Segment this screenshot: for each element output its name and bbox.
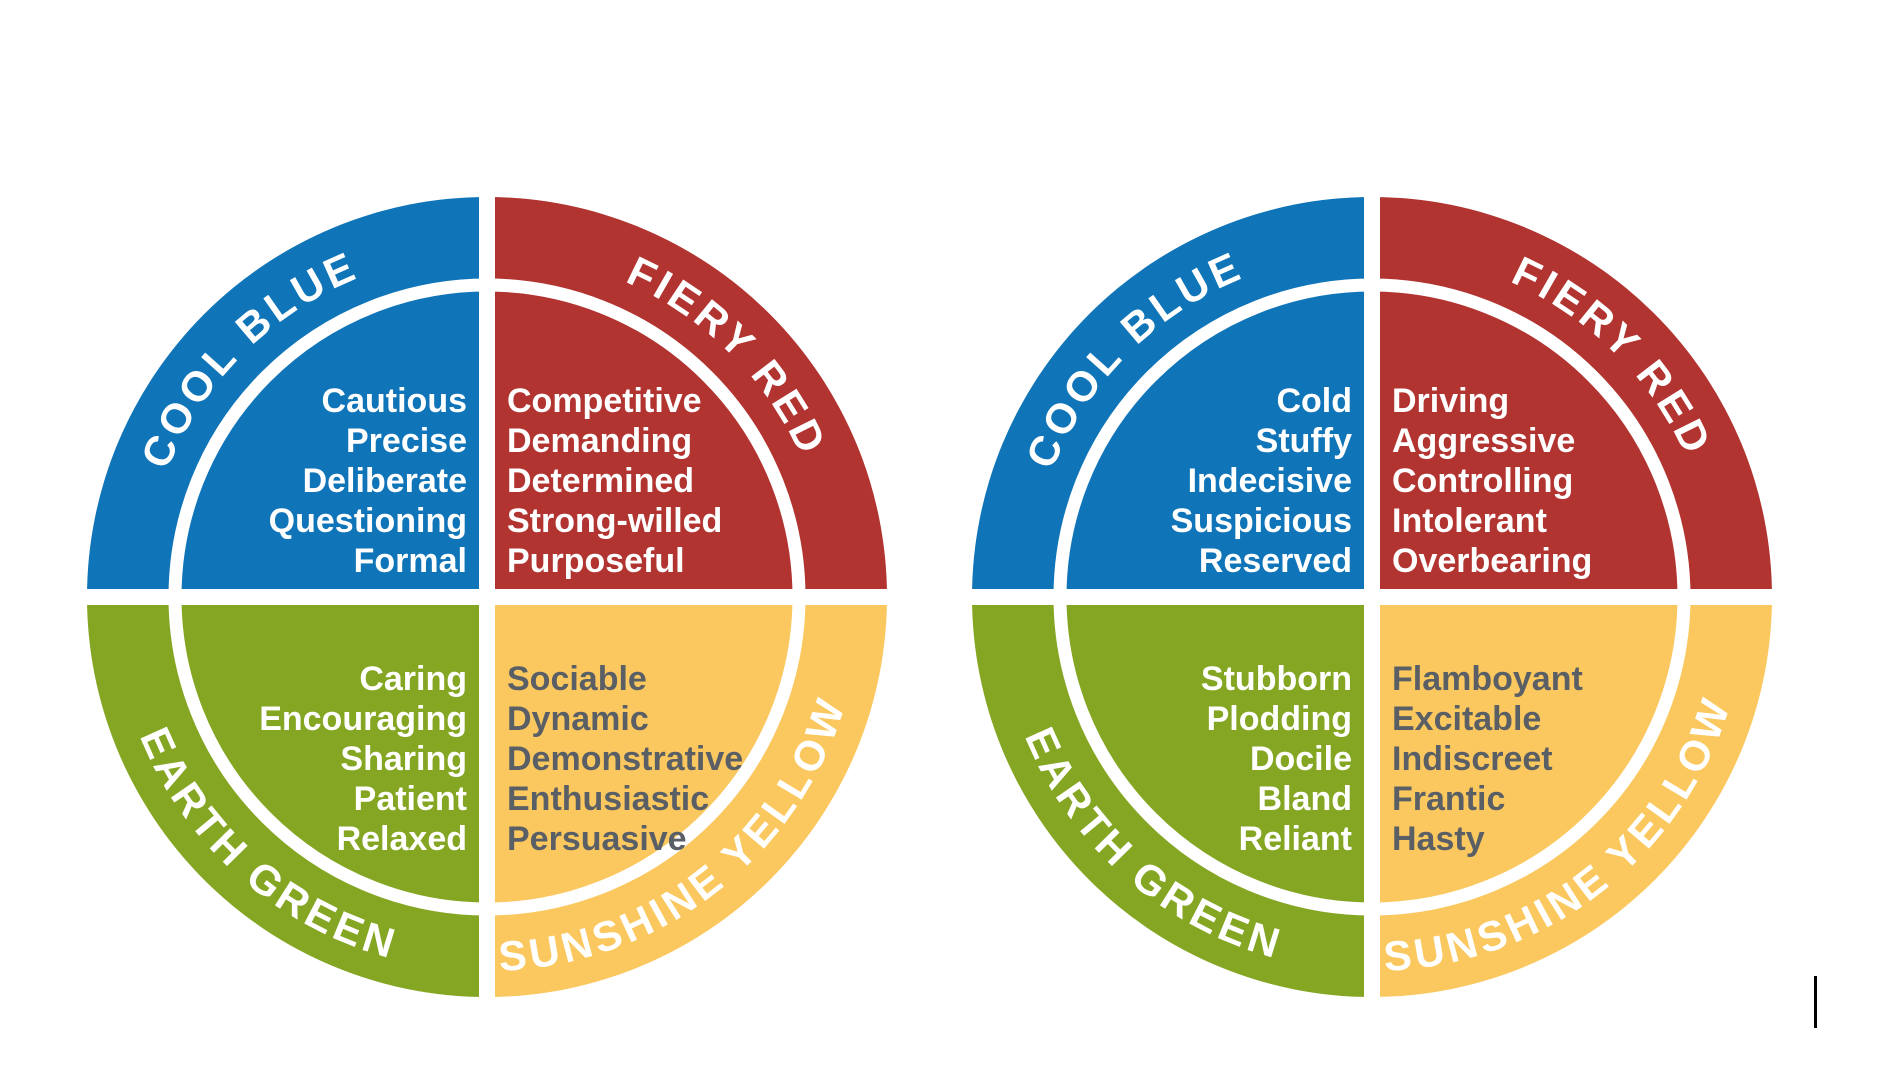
- trait-cool-blue: Cautious: [322, 382, 467, 420]
- trait-cool-blue: Questioning: [269, 502, 467, 540]
- trait-cool-blue: Formal: [354, 542, 467, 580]
- trait-fiery-red: Aggressive: [1392, 422, 1575, 460]
- trait-sunshine-yellow: Flamboyant: [1392, 660, 1583, 698]
- trait-fiery-red: Intolerant: [1392, 502, 1547, 540]
- trait-earth-green: Patient: [354, 780, 467, 818]
- trait-earth-green: Reliant: [1239, 820, 1352, 858]
- trait-sunshine-yellow: Enthusiastic: [507, 780, 709, 818]
- trait-earth-green: Encouraging: [259, 700, 467, 738]
- trait-sunshine-yellow: Frantic: [1392, 780, 1505, 818]
- text-cursor-caret: [1814, 976, 1817, 1028]
- inner-ring: [1053, 278, 1691, 916]
- trait-earth-green: Sharing: [340, 740, 467, 778]
- trait-cool-blue: Deliberate: [303, 462, 467, 500]
- trait-fiery-red: Demanding: [507, 422, 692, 460]
- trait-earth-green: Docile: [1250, 740, 1352, 778]
- trait-fiery-red: Driving: [1392, 382, 1509, 420]
- trait-sunshine-yellow: Dynamic: [507, 700, 649, 738]
- trait-sunshine-yellow: Hasty: [1392, 820, 1485, 858]
- trait-earth-green: Caring: [359, 660, 467, 698]
- trait-cool-blue: Precise: [346, 422, 467, 460]
- trait-sunshine-yellow: Persuasive: [507, 820, 687, 858]
- trait-fiery-red: Purposeful: [507, 542, 685, 580]
- wheel-right-wheel[interactable]: [972, 197, 1772, 997]
- trait-fiery-red: Strong-willed: [507, 502, 722, 540]
- horizontal-divider: [972, 589, 1772, 605]
- trait-cool-blue: Stuffy: [1256, 422, 1352, 460]
- trait-sunshine-yellow: Indiscreet: [1392, 740, 1553, 778]
- trait-earth-green: Plodding: [1207, 700, 1352, 738]
- trait-earth-green: Stubborn: [1201, 660, 1352, 698]
- trait-sunshine-yellow: Sociable: [507, 660, 647, 698]
- trait-fiery-red: Determined: [507, 462, 694, 500]
- inner-ring: [168, 278, 806, 916]
- trait-cool-blue: Reserved: [1199, 542, 1352, 580]
- trait-fiery-red: Controlling: [1392, 462, 1573, 500]
- trait-cool-blue: Suspicious: [1171, 502, 1352, 540]
- trait-cool-blue: Indecisive: [1188, 462, 1352, 500]
- trait-cool-blue: Cold: [1276, 382, 1352, 420]
- trait-earth-green: Bland: [1258, 780, 1352, 818]
- trait-fiery-red: Competitive: [507, 382, 702, 420]
- trait-earth-green: Relaxed: [337, 820, 467, 858]
- wheel-left-wheel[interactable]: [87, 197, 887, 997]
- trait-fiery-red: Overbearing: [1392, 542, 1592, 580]
- horizontal-divider: [87, 589, 887, 605]
- trait-sunshine-yellow: Demonstrative: [507, 740, 743, 778]
- trait-sunshine-yellow: Excitable: [1392, 700, 1541, 738]
